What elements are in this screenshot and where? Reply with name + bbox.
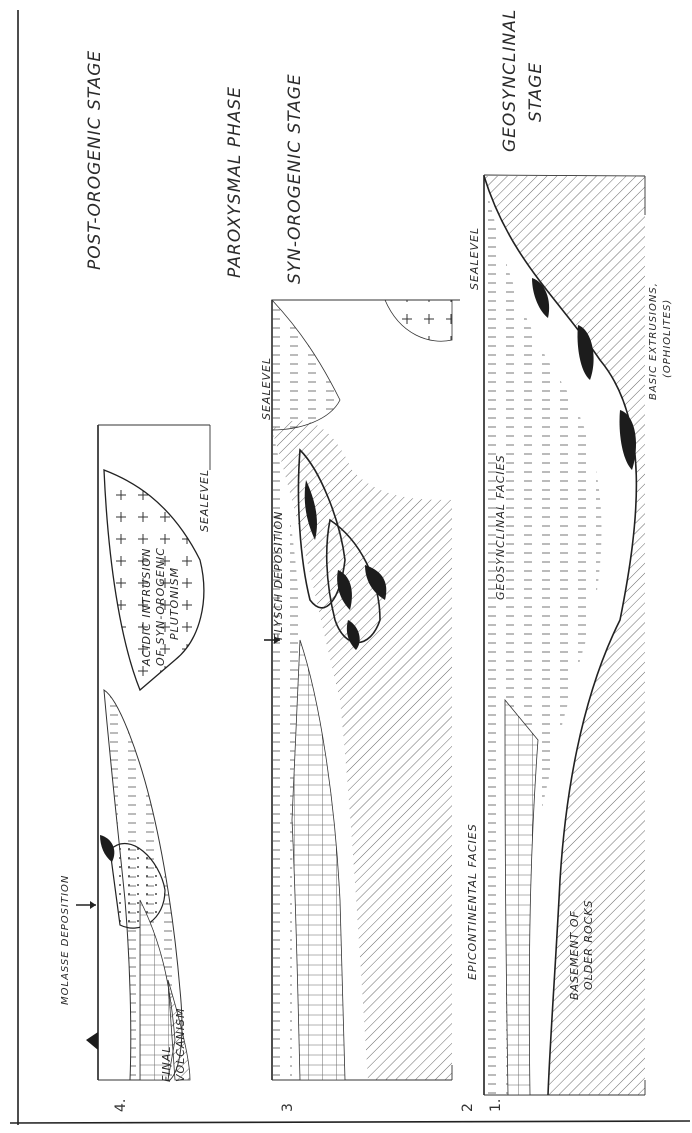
label-basement-1: BASEMENT OF [568, 910, 581, 1000]
panel-number-2: 2 [460, 1103, 476, 1112]
title-paroxysmal: PAROXYSMAL PHASE [225, 86, 245, 278]
label-basement-2: OLDER ROCKS [582, 899, 595, 990]
cross-section-top-1 [484, 175, 645, 176]
label-volcanism: VOLCANISM [174, 1008, 187, 1082]
label-sealevel-1: SEALEVEL [468, 227, 481, 290]
panel-syn-orogenic [272, 300, 460, 1080]
volcanic-body [100, 835, 114, 862]
label-acidic-3: PLUTONISM [168, 567, 181, 640]
panel-number-3: 3 [280, 1103, 296, 1112]
limestone-layer-1 [505, 700, 538, 1095]
title-stage: STAGE [526, 62, 546, 122]
panel-post-orogenic [76, 425, 280, 1080]
limestone-layer-3 [292, 640, 345, 1080]
title-post-orogenic: POST-OROGENIC STAGE [85, 50, 105, 270]
label-epicontinental: EPICONTINENTAL FACIES [466, 823, 479, 980]
label-acidic-1: ACIDIC INTRUSION [140, 548, 153, 667]
label-final: FINAL [160, 1046, 173, 1082]
label-geosynclinal-facies: GEOSYNCLINAL FACIES [494, 454, 507, 600]
panel-geosynclinal [484, 175, 645, 1095]
panel-number-4: 4. [113, 1099, 129, 1112]
label-acidic-2: OF SYN-OROGENIC [154, 547, 167, 666]
label-sealevel-4: SEALEVEL [198, 469, 211, 532]
bottom-border [10, 1121, 690, 1123]
panel-number-1: 1. [488, 1099, 504, 1112]
label-sealevel-3: SEALEVEL [260, 357, 273, 420]
label-flysch: FLYSCH DEPOSITION [272, 511, 285, 640]
title-geosynclinal: GEOSYNCLINAL [500, 9, 520, 152]
title-syn-orogenic: SYN-OROGENIC STAGE [285, 73, 305, 284]
label-ophiolites: (OPHIOLITES) [662, 299, 673, 378]
intrusion-small [385, 300, 452, 341]
label-molasse: MOLASSE DEPOSITION [60, 875, 71, 1005]
label-basic-extrusions: BASIC EXTRUSIONS, [648, 282, 659, 400]
final-volcanism-marker [86, 1032, 98, 1050]
